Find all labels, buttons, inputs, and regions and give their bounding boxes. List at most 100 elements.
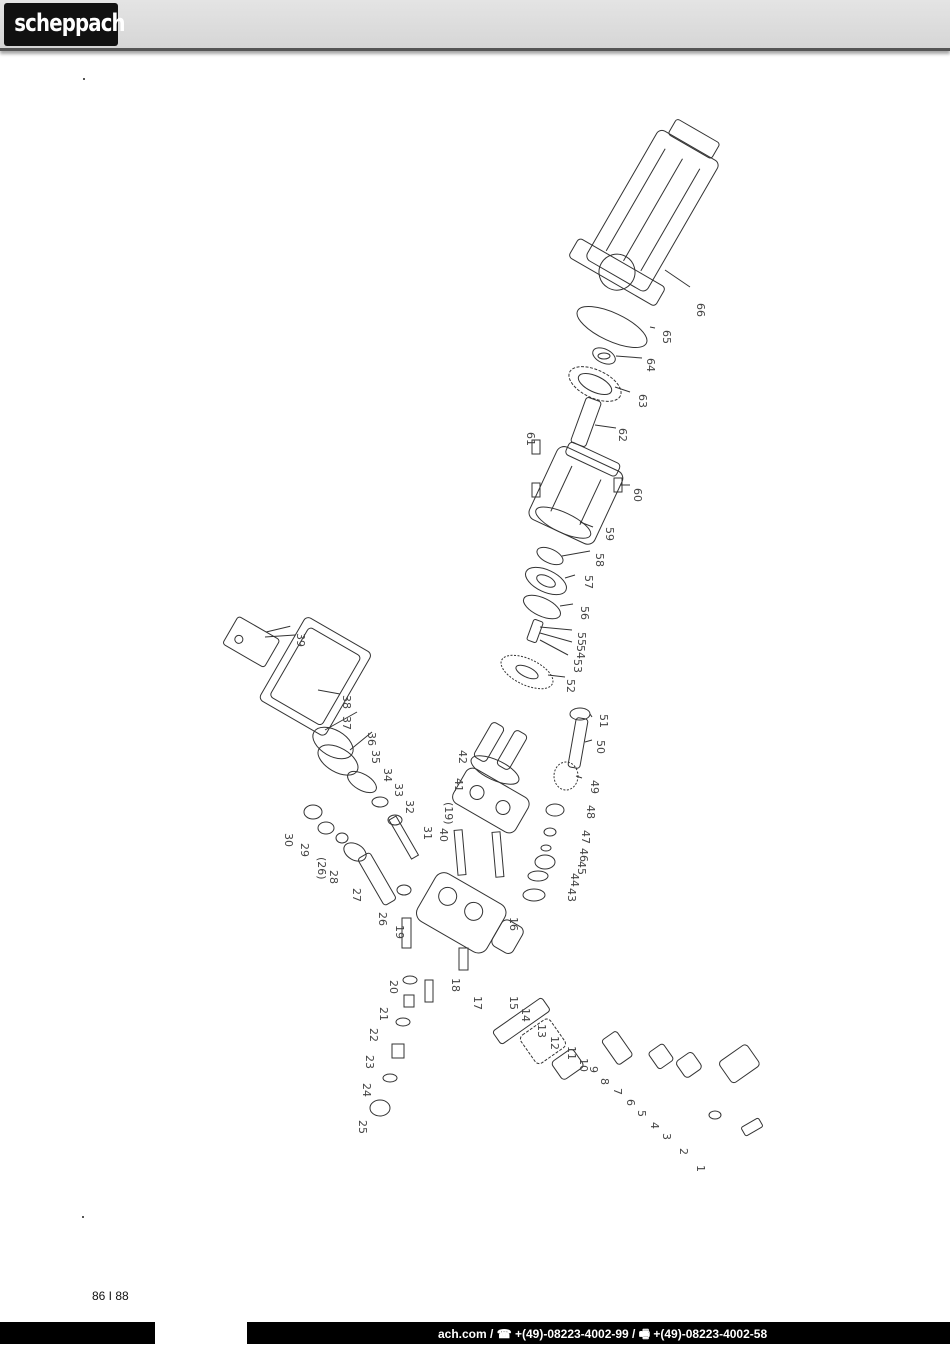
part-label: 39 [294, 633, 307, 647]
part-label: 23 [363, 1055, 376, 1069]
part-label: 12 [548, 1036, 561, 1050]
seal [545, 803, 565, 817]
plug [369, 1099, 391, 1117]
part-label: 16 [507, 917, 520, 931]
part-label: 30 [282, 833, 295, 847]
piston [567, 717, 589, 769]
swash-plate [500, 654, 554, 690]
fitting [526, 619, 544, 643]
o-ring [402, 975, 418, 985]
bearing [592, 347, 616, 365]
part-label: 9 [587, 1066, 600, 1073]
part-label: 2 [677, 1148, 690, 1155]
cap [312, 726, 354, 760]
part-label: 48 [584, 805, 597, 819]
o-ring [576, 306, 648, 348]
valve [343, 842, 367, 862]
seal [536, 546, 564, 566]
part-label: 14 [519, 1008, 532, 1022]
part-label: 61 [524, 432, 537, 446]
piston-plate [452, 767, 530, 834]
bearing [525, 566, 567, 596]
part-label: 8 [598, 1078, 611, 1085]
part-label: 66 [694, 303, 707, 317]
part-label: 17 [471, 996, 484, 1010]
part-label: 53 [571, 659, 584, 673]
part-number-labels: 1234567891011121314151617181920212223242… [282, 303, 707, 1172]
marker-dot [83, 78, 85, 80]
part-label: 51 [597, 714, 610, 728]
part-label: 5 [635, 1110, 648, 1117]
part-label: 41 [452, 778, 465, 792]
part-label: 49 [588, 780, 601, 794]
footer-gap [155, 1322, 247, 1344]
spring [371, 796, 389, 808]
part-label: 29 [298, 843, 311, 857]
part-label: 50 [594, 740, 607, 754]
part-label: 25 [356, 1120, 369, 1134]
part-label: 33 [392, 783, 405, 797]
part-label: 34 [381, 768, 394, 782]
part-label: 10 [577, 1058, 590, 1072]
piston [388, 815, 420, 860]
part-label: 57 [582, 575, 595, 589]
spring [473, 722, 505, 762]
bolt [453, 829, 467, 876]
seal [303, 804, 323, 820]
part-label: 24 [360, 1083, 373, 1097]
switch-box [259, 617, 371, 736]
part-label: 47 [579, 830, 592, 844]
footer-contact: ach.com / ☎ +(49)-08223-4002-99 / 🖷 +(49… [438, 1327, 768, 1341]
page-footer: ach.com / ☎ +(49)-08223-4002-99 / 🖷 +(49… [0, 1322, 950, 1344]
page-header: scheppach [0, 0, 950, 51]
part-label: 21 [377, 1007, 390, 1021]
part-label: 40 [437, 828, 450, 842]
part-label: 32 [403, 800, 416, 814]
part-label: 26 [376, 912, 389, 926]
motor-housing [569, 119, 720, 306]
cylinder-head [416, 872, 524, 954]
part-label: 56 [578, 606, 591, 620]
part-label: 15 [507, 996, 520, 1010]
part-label: 52 [564, 679, 577, 693]
pin [358, 852, 396, 906]
part-label: 42 [456, 750, 469, 764]
part-label: 7 [611, 1088, 624, 1095]
part-label: 36 [365, 732, 378, 746]
part-label: 55 [575, 632, 588, 646]
marker-dot [82, 1216, 84, 1218]
part-label: 59 [603, 527, 616, 541]
part-label: 62 [616, 428, 629, 442]
part-label: 1 [694, 1165, 707, 1172]
part-label: 6 [624, 1099, 637, 1106]
part-label: 13 [535, 1024, 548, 1038]
brand-name: scheppach [14, 9, 125, 37]
part-label: 11 [565, 1046, 578, 1060]
screw [531, 439, 541, 455]
part-label: 3 [660, 1133, 673, 1140]
spring [553, 761, 579, 791]
part-label: 45 [575, 861, 588, 875]
part-label: 20 [387, 980, 400, 994]
part-label: 43 [565, 888, 578, 902]
part-label: 60 [631, 488, 644, 502]
part-label: 46 [577, 848, 590, 862]
part-label: (19) [442, 802, 455, 825]
gear [568, 366, 622, 402]
screw [401, 917, 412, 949]
washer [522, 594, 562, 620]
switch [223, 616, 291, 668]
part-label: 63 [636, 394, 649, 408]
part-label: 64 [644, 358, 657, 372]
page-number: 86 I 88 [92, 1289, 129, 1303]
unloader-valve [492, 997, 760, 1084]
part-label: (26) [315, 857, 328, 880]
part-label: 65 [660, 330, 673, 344]
scheppach-logo: scheppach [4, 3, 126, 46]
part-label: 18 [449, 978, 462, 992]
part-label: 37 [340, 716, 353, 730]
part-label: 4 [648, 1122, 661, 1129]
part-label: 35 [369, 750, 382, 764]
part-label: 19 [393, 925, 406, 939]
